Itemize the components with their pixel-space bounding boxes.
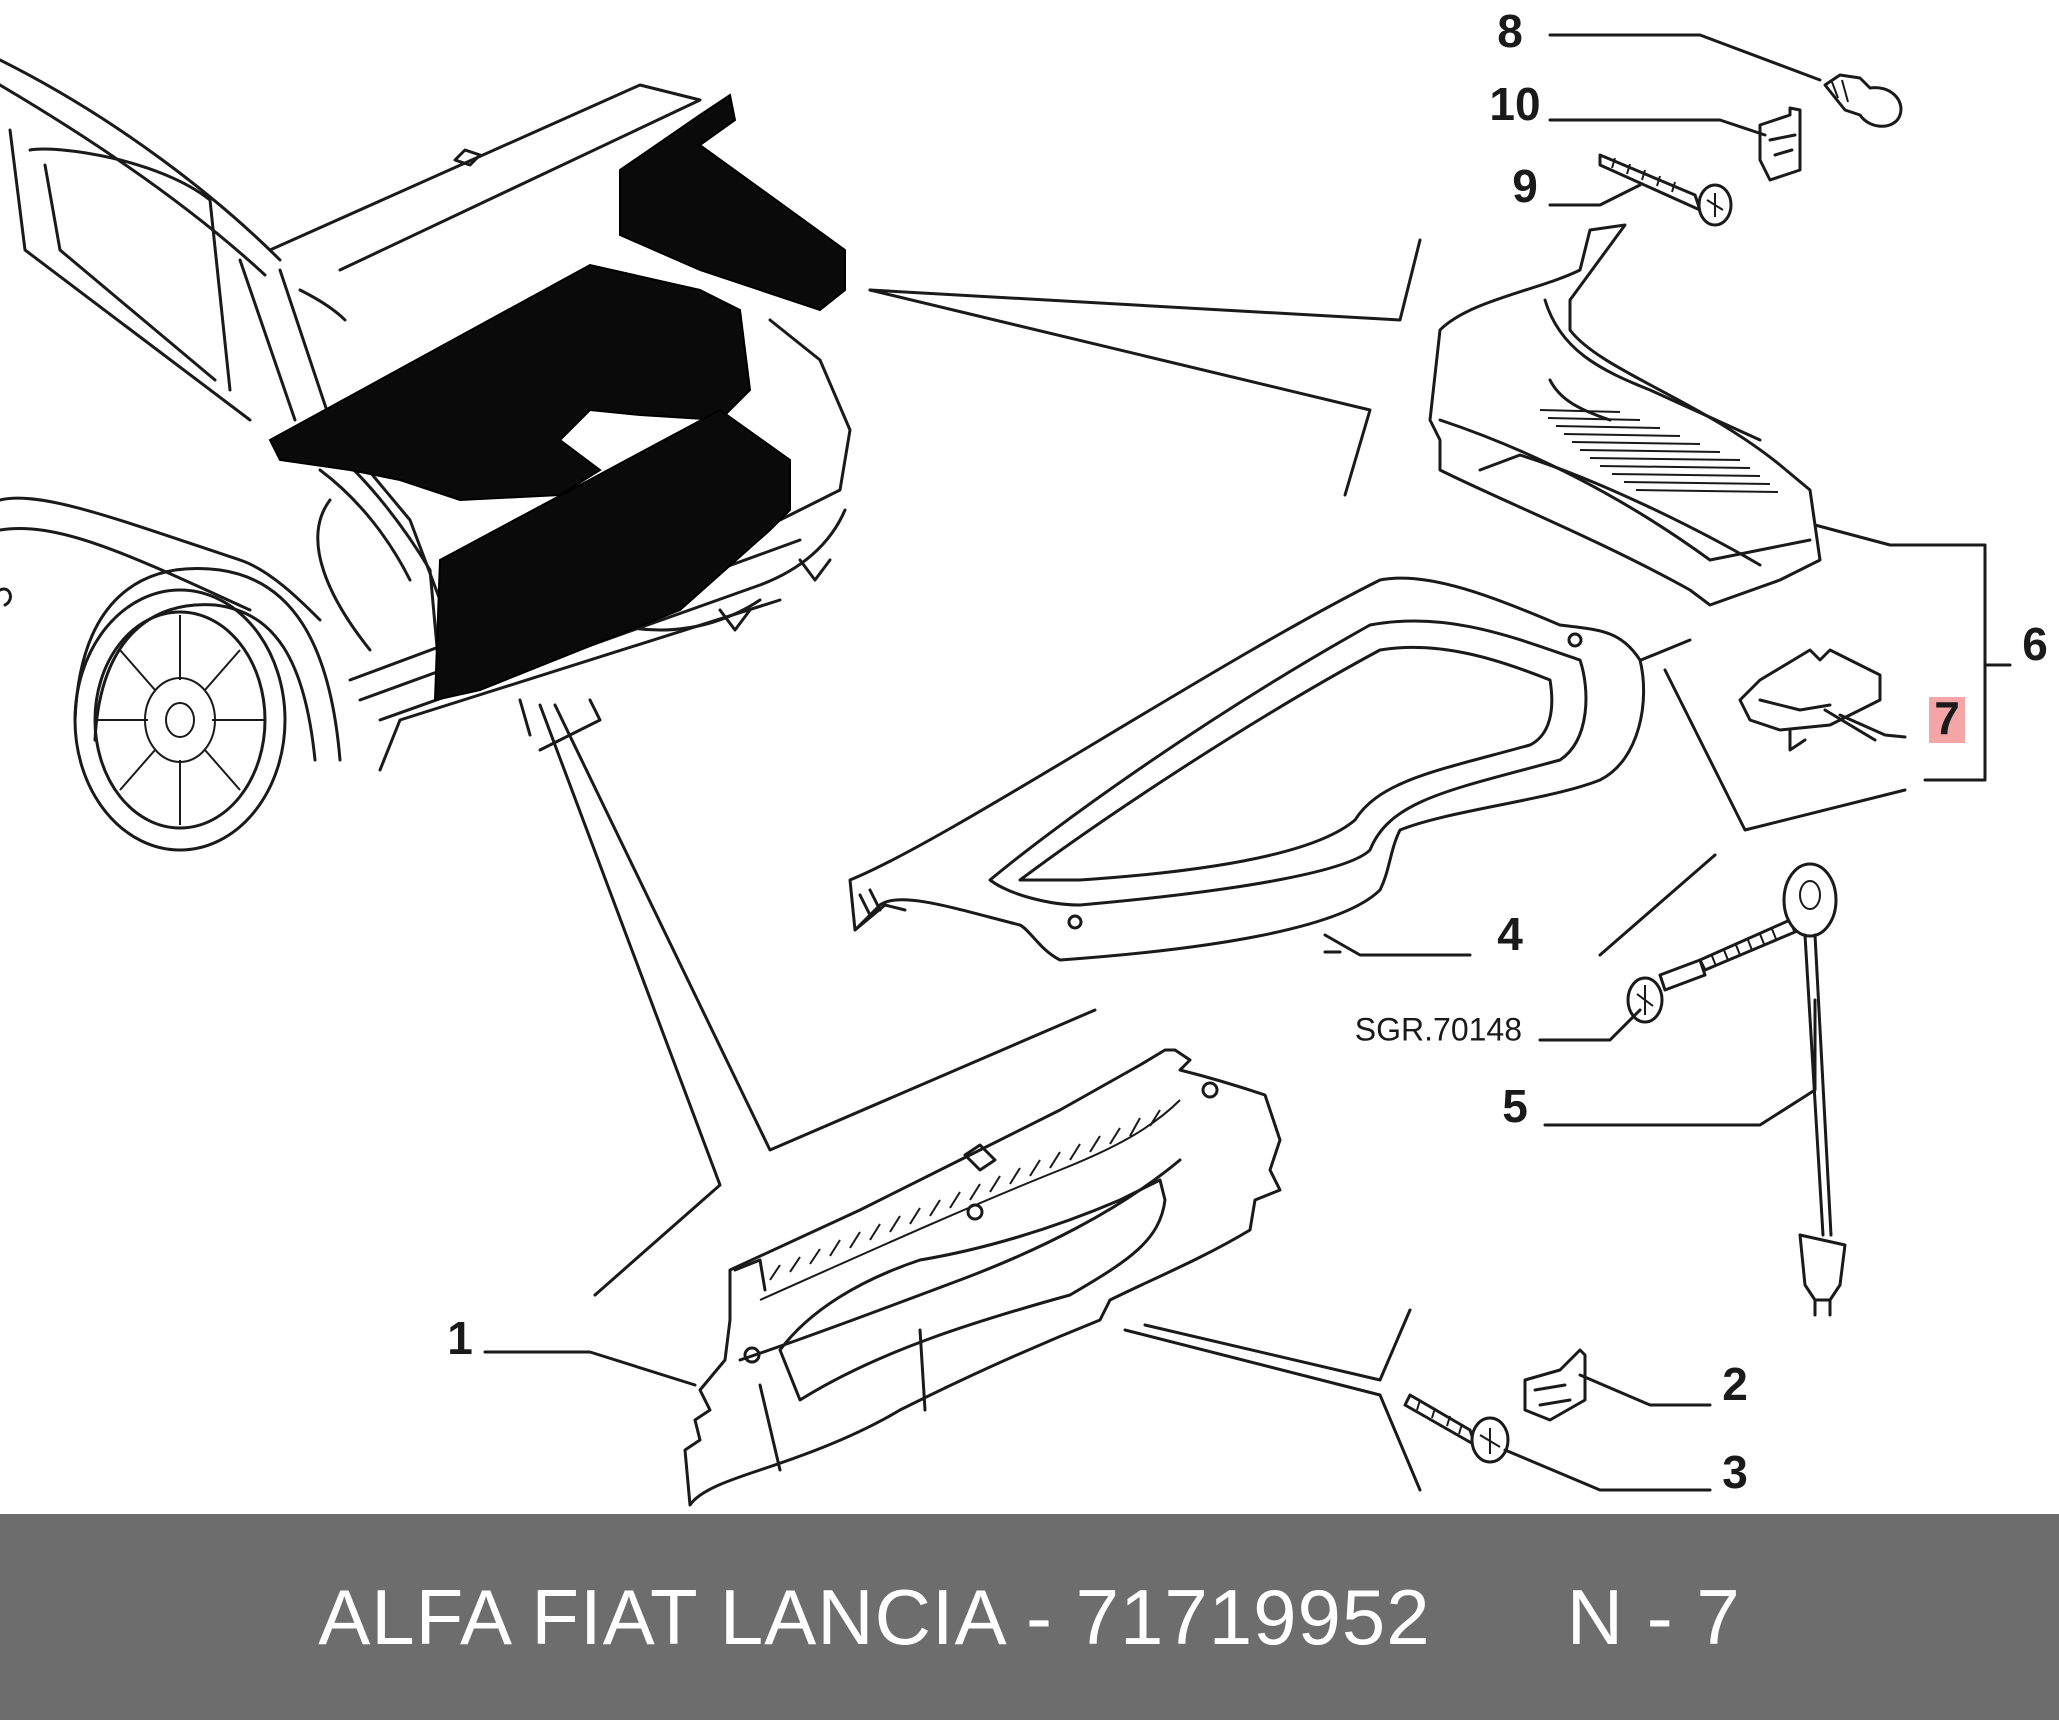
callout-ref-sgr-70148: SGR.70148: [1355, 1011, 1522, 1047]
ribs: [759, 1099, 1181, 1301]
callout-7-highlight: [1929, 697, 1965, 743]
callout-1: 1: [447, 1312, 473, 1364]
footer-text: ALFA FIAT LANCIA - 71719952 N - 7: [318, 1572, 1740, 1663]
part-7-bracket: [1738, 648, 1882, 752]
part-3-screw: [1403, 1393, 1510, 1464]
bracket-6: [1813, 523, 2012, 782]
callout-4: 4: [1497, 908, 1523, 960]
callout-2: 2: [1722, 1358, 1748, 1410]
footer-page-code: N - 7: [1566, 1572, 1741, 1661]
sgr-70148-screw: [1626, 918, 1797, 1024]
callout-5: 5: [1502, 1080, 1528, 1132]
part-10-nut: [1758, 106, 1802, 182]
part-9-screw: [1598, 153, 1733, 227]
callout-3: 3: [1722, 1446, 1748, 1498]
leader-lines: [538, 238, 1907, 1492]
part-6-trim-upper: [1428, 223, 1822, 607]
callout-numbers: 8 10 9 6 7 4 SGR.70148 5 1 2 3: [447, 5, 2048, 1498]
part-1-boot-trim: [683, 1048, 1282, 1507]
car-illustration: [0, 58, 852, 852]
callout-9: 9: [1512, 160, 1538, 212]
callout-10: 10: [1489, 78, 1540, 130]
part-8-clip: [1823, 73, 1903, 128]
part-2-nut: [1523, 1348, 1587, 1422]
callout-8: 8: [1497, 5, 1523, 57]
parts-diagram: 8 10 9 6 7 4 SGR.70148 5 1 2 3: [0, 5, 2048, 1507]
vent-slots: [1539, 409, 1779, 493]
footer-spacer: [1431, 1573, 1567, 1661]
callout-leaders: [483, 33, 1822, 1492]
footer-part-info: ALFA FIAT LANCIA - 71719952: [318, 1572, 1431, 1661]
footer-bar: ALFA FIAT LANCIA - 71719952 N - 7: [0, 1514, 2059, 1720]
part-4-parcel-shelf: [848, 576, 1646, 962]
callout-7: 7: [1934, 692, 1960, 744]
callout-6: 6: [2022, 618, 2048, 670]
